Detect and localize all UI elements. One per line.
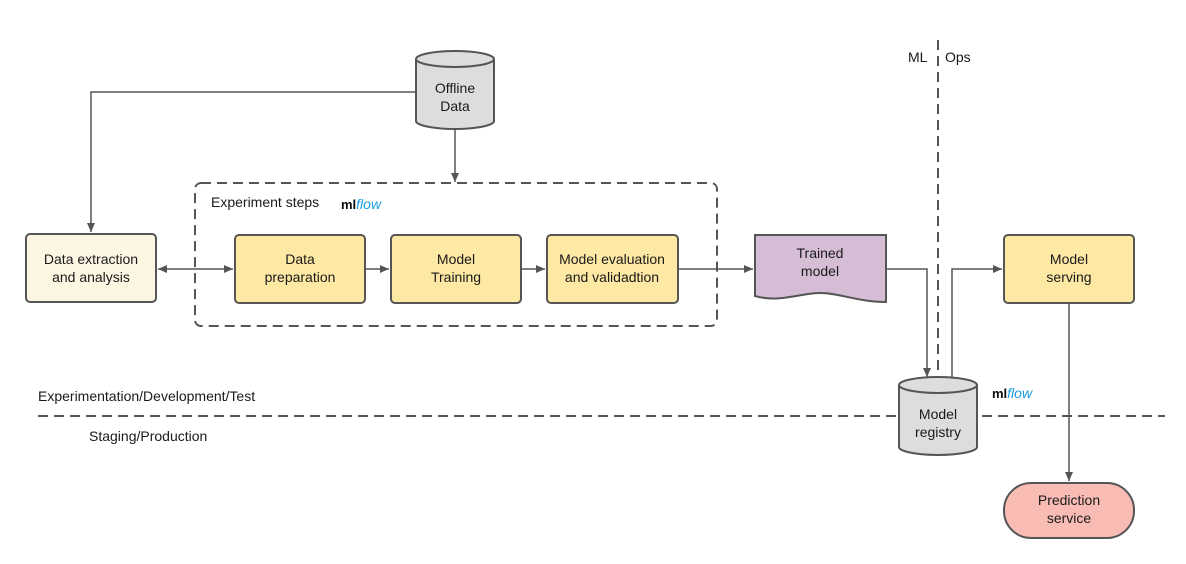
model-serving-node: Model serving <box>1003 234 1135 304</box>
model-registry-store: Model registry <box>898 376 978 456</box>
model-training-node: Model Training <box>390 234 522 304</box>
experimentation-zone-label: Experimentation/Development/Test <box>38 388 255 404</box>
data-extraction-node: Data extraction and analysis <box>25 233 157 303</box>
ops-label: Ops <box>945 49 971 65</box>
data-extraction-line2: and analysis <box>52 269 130 285</box>
prediction-service-line2: service <box>1047 510 1092 526</box>
offline-to-extraction-arrow <box>87 91 416 232</box>
experiment-steps-label: Experiment steps <box>211 194 319 210</box>
model-evaluation-node: Model evaluation and validadtion <box>546 234 679 304</box>
data-extraction-line1: Data extraction <box>44 251 138 267</box>
model-serving-line2: serving <box>1046 269 1091 285</box>
model-evaluation-line2: and validadtion <box>565 269 659 285</box>
ml-label: ML <box>908 49 928 65</box>
offline-data-line1: Offline <box>435 80 475 96</box>
data-preparation-line2: preparation <box>265 269 336 285</box>
data-preparation-node: Data preparation <box>234 234 366 304</box>
mlflow-logo-registry: mlflow <box>992 385 1033 401</box>
prediction-service-node: Prediction service <box>1003 482 1135 539</box>
staging-zone-label: Staging/Production <box>89 428 207 444</box>
model-registry-line2: registry <box>915 424 961 440</box>
prediction-service-line1: Prediction <box>1038 492 1100 508</box>
model-evaluation-line1: Model evaluation <box>559 251 665 267</box>
model-training-line1: Model <box>437 251 475 267</box>
trained-model-to-registry-arrow <box>886 268 931 377</box>
trained-model-line1: Trained <box>797 245 844 261</box>
offline-data-store: Offline Data <box>415 50 495 130</box>
trained-model-line2: model <box>801 263 839 279</box>
model-registry-line1: Model <box>919 406 957 422</box>
model-serving-line1: Model <box>1050 251 1088 267</box>
mlflow-logo-experiment: mlflow <box>341 196 382 212</box>
data-preparation-line1: Data <box>285 251 315 267</box>
offline-data-line2: Data <box>440 98 470 114</box>
registry-to-serving-arrow <box>951 265 1002 377</box>
experiment-steps-container <box>194 182 718 327</box>
trained-model-node: Trained model <box>754 234 887 304</box>
model-training-line2: Training <box>431 269 481 285</box>
